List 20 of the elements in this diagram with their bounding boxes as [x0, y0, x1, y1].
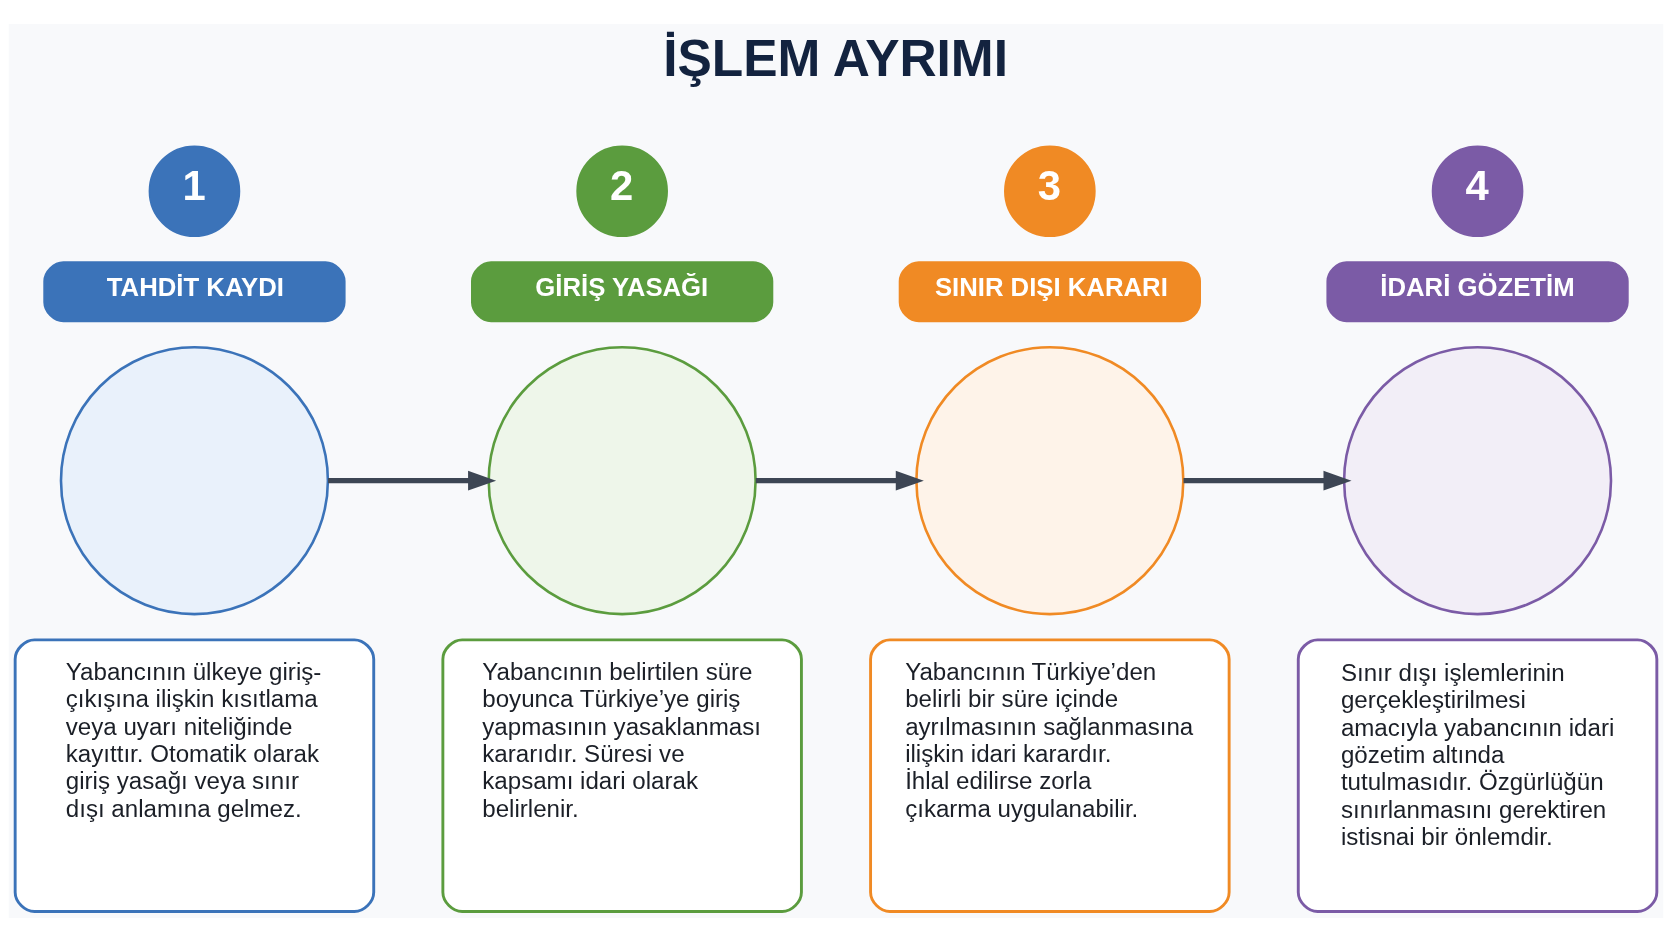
- node-box: Yabancının Türkiye’den belirli bir süre içinde ayrılmasının sağlanmasına ilişkin idari karardır. İhlal edilirse zorla çıkarma uygulanabilir.: [869, 637, 1231, 913]
- node-box: Yabancının ülkeye giriş-çıkışına ilişkin kısıtlama veya uyarı niteliğinde kayıttır. Otomatik olarak giriş yasağı veya sınır dışı anlamına gelmez.: [13, 637, 376, 913]
- node-circle: [1342, 345, 1613, 615]
- node-circle: [915, 345, 1185, 615]
- node-box: Sınır dışı işlemlerinin gerçekleştirilmesi amacıyla yabancının idari gözetim altında tutulmasıdır. Özgürlüğün sınırlanmasını gerektiren istisnai bir önlemdir.: [1296, 637, 1659, 913]
- node-box: GİRİŞ YASAĞI: [471, 260, 774, 322]
- arrow: [328, 470, 497, 490]
- node-circle: 1: [148, 144, 241, 237]
- arrow: [1183, 470, 1352, 490]
- arrow: [755, 470, 924, 490]
- node-circle: [59, 345, 330, 615]
- node-box: İDARİ GÖZETİM: [1326, 260, 1629, 322]
- diagram-title: İŞLEM AYRIMI: [663, 28, 1009, 87]
- node-circle: 4: [1431, 144, 1524, 237]
- node-box: TAHDİT KAYDI: [43, 260, 346, 322]
- node-box: Yabancının belirtilen süre boyunca Türkiye’ye giriş yapmasının yasaklanması kararıdır. Süresi ve kapsamı idari olarak belirlenir.: [441, 637, 803, 913]
- node-box: SINIR DIŞI KARARI: [898, 260, 1201, 322]
- node-circle: 3: [1004, 144, 1096, 237]
- node-circle: 2: [576, 144, 668, 237]
- node-circle: [487, 345, 757, 615]
